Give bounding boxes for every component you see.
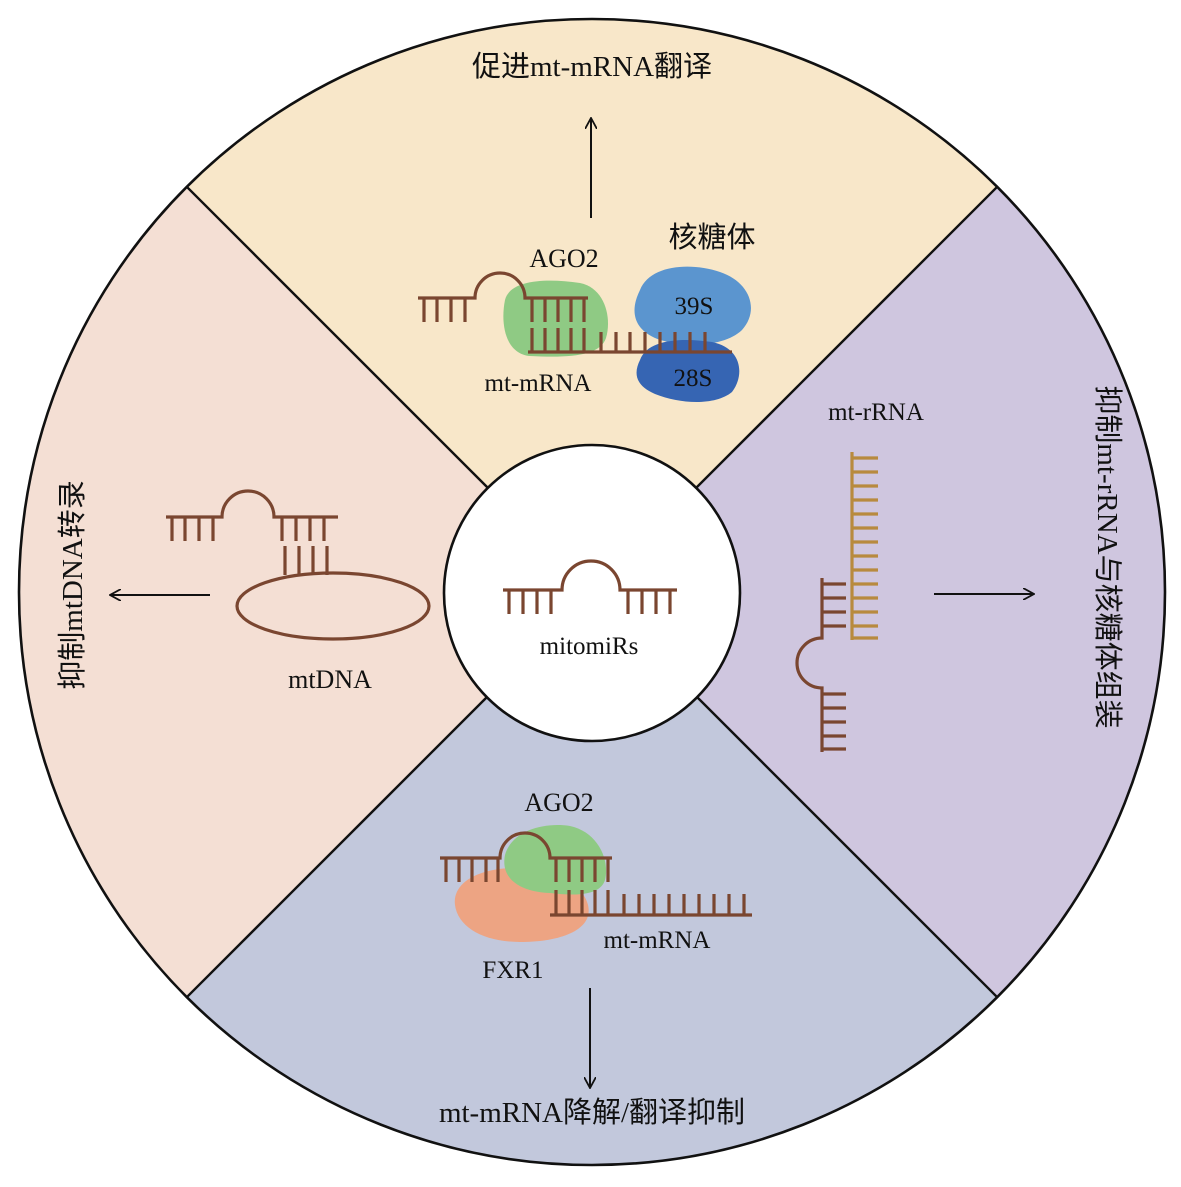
bottom-mtmrna-label: mt-mRNA: [604, 927, 711, 954]
left-sector: [18, 186, 592, 998]
bottom-mirna-icon: [440, 831, 612, 882]
right-mirna-icon: [795, 578, 846, 752]
right-panel: 抑制mt-rRNA与核糖体组装 mt-rRNA: [795, 385, 1124, 752]
top-panel: 促进mt-mRNA翻译 核糖体 AGO2 39S 28S mt-mRNA: [418, 50, 756, 402]
mtdna-label: mtDNA: [288, 665, 372, 694]
right-title: 抑制mt-rRNA与核糖体组装: [1091, 385, 1124, 728]
bottom-panel: AGO2 mt-mRNA FXR1 mt-mRNA降解/翻译抑制: [439, 788, 752, 1129]
mt-rrna-strand-icon: [850, 452, 878, 640]
ribosome-label: 核糖体: [668, 221, 755, 254]
top-mirna-icon: [418, 271, 588, 322]
ribosome-39s-shape: [634, 266, 751, 345]
bottom-mtmrna-icon: [550, 890, 752, 917]
ago2-protein-shape: [503, 280, 609, 357]
bottom-title: mt-mRNA降解/翻译抑制: [439, 1096, 745, 1129]
left-title: 抑制mtDNA转录: [56, 480, 89, 689]
mitomir-hairpin-icon: [503, 559, 677, 614]
ribosome-28s-shape: [636, 339, 740, 402]
bottom-ago2-label: AGO2: [524, 788, 593, 817]
mtdna-circle-icon: [235, 571, 431, 641]
large-subunit-label: 39S: [675, 293, 714, 320]
mt-rrna-label: mt-rRNA: [828, 399, 924, 426]
left-mirna-icon: [166, 489, 338, 575]
top-ago2-label: AGO2: [529, 244, 598, 273]
top-mtmrna-label: mt-mRNA: [485, 370, 592, 397]
left-panel: 抑制mtDNA转录 mtDNA: [56, 480, 431, 694]
right-sector: [592, 186, 1166, 998]
center-label: mitomiRs: [540, 633, 639, 660]
top-mtmrna-icon: [528, 328, 732, 354]
fxr1-label: FXR1: [482, 957, 543, 984]
center-hub: mitomiRs: [442, 443, 742, 743]
outer-ring: [17, 17, 1167, 1167]
top-title: 促进mt-mRNA翻译: [472, 50, 712, 83]
small-subunit-label: 28S: [674, 365, 713, 392]
